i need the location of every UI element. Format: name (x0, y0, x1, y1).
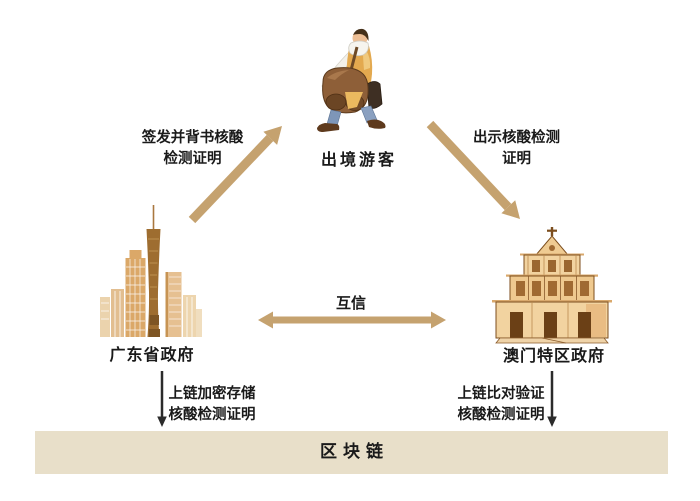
store-edge-label-line1: 上链加密存储 (168, 386, 256, 402)
store-down-arrow (157, 371, 167, 427)
mutual-trust-arrow (258, 311, 446, 329)
blockchain-bar-label: 区块链 (320, 442, 389, 462)
blockchain-bar: 区块链 (35, 431, 668, 474)
present-edge-label-line1: 出示核酸检测 (473, 130, 560, 146)
guangdong-node-label: 广东省政府 (109, 345, 195, 364)
verify-down-arrow (547, 371, 557, 427)
issue-edge-label-line2: 检测证明 (163, 151, 222, 167)
present-edge-label-line2: 证明 (502, 151, 531, 167)
verify-edge-label: 上链比对验证 核酸检测证明 (456, 384, 546, 426)
present-edge-label: 出示核酸检测 证明 (444, 128, 589, 170)
store-edge-label: 上链加密存储 核酸检测证明 (167, 384, 257, 426)
issue-edge-label: 签发并背书核酸 检测证明 (120, 128, 265, 170)
store-edge-label-line2: 核酸检测证明 (168, 407, 256, 423)
macau-node-label: 澳门特区政府 (502, 346, 605, 365)
outbound-traveler-illustration (317, 28, 386, 132)
mutual-trust-label: 互信 (335, 294, 366, 312)
guangzhou-skyline-illustration (100, 205, 202, 337)
traveler-node-label: 出境游客 (320, 150, 397, 169)
issue-edge-label-line1: 签发并背书核酸 (141, 130, 244, 146)
ruins-of-st-pauls-illustration (492, 227, 612, 344)
verify-edge-label-line2: 核酸检测证明 (457, 407, 545, 423)
verify-edge-label-line1: 上链比对验证 (457, 386, 545, 402)
